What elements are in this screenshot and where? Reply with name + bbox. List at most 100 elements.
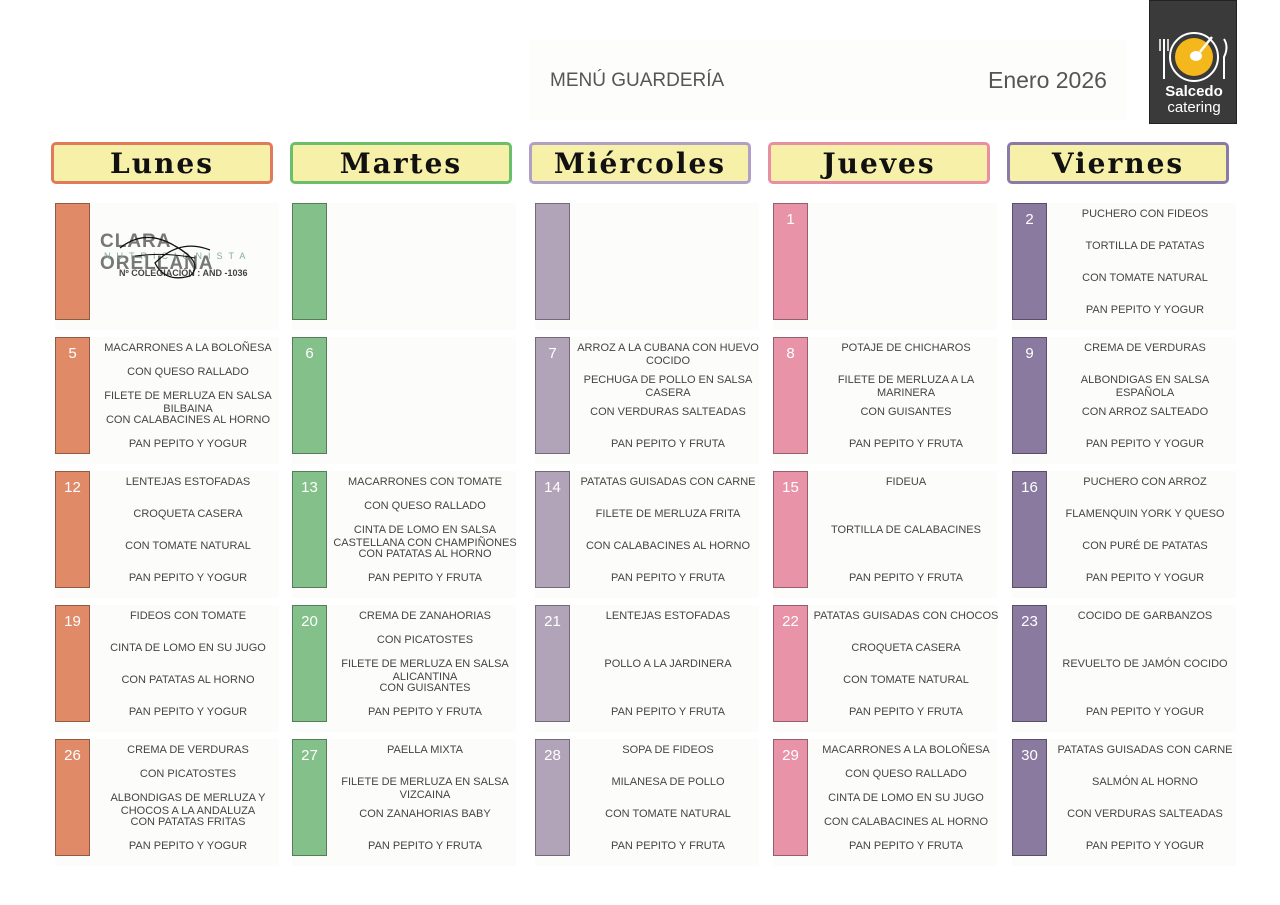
day-header-label: Miércoles	[553, 147, 727, 180]
menu-item: CON QUESO RALLADO	[845, 768, 967, 780]
menu-item: PAN PEPITO Y YOGUR	[128, 840, 248, 852]
menu-item: CON PATATAS FRITAS	[130, 816, 246, 828]
day-number: 1	[786, 211, 795, 228]
menu-item: CON PATATAS AL HORNO	[121, 674, 255, 686]
menu-item: LENTEJAS ESTOFADAS	[605, 610, 731, 622]
day-color-strip	[55, 739, 90, 856]
menu-items: MACARRONES A LA BOLOÑESA CON QUESO RALLAD…	[95, 337, 281, 454]
handwritten-signature-icon	[119, 236, 211, 279]
menu-item: POTAJE DE CHICHAROS	[841, 342, 971, 354]
menu-item: PAN PEPITO Y YOGUR	[128, 438, 248, 450]
day-cell: 28 SOPA DE FIDEOS MILANESA DE POLLO CON TOM…	[535, 739, 759, 866]
day-header: Miércoles	[529, 142, 751, 184]
menu-item: CON QUESO RALLADO	[127, 366, 249, 378]
day-number: 29	[782, 747, 799, 764]
menu-items	[332, 337, 518, 454]
day-number: 14	[544, 479, 561, 496]
menu-item: MILANESA DE POLLO	[611, 776, 725, 788]
day-header: Lunes	[51, 142, 273, 184]
day-number: 9	[1025, 345, 1034, 362]
day-number: 5	[68, 345, 77, 362]
day-color-strip	[773, 203, 808, 320]
day-number: 26	[64, 747, 81, 764]
day-header: Jueves	[768, 142, 990, 184]
day-color-strip	[773, 337, 808, 454]
menu-item: PAN PEPITO Y FRUTA	[368, 840, 482, 852]
day-color-strip	[1012, 471, 1047, 588]
day-header: Viernes	[1007, 142, 1229, 184]
menu-item: CON TOMATE NATURAL	[843, 674, 969, 686]
menu-item: PAN PEPITO Y FRUTA	[849, 706, 963, 718]
day-number: 7	[548, 345, 557, 362]
menu-item: PAN PEPITO Y FRUTA	[849, 438, 963, 450]
day-cell: 6	[292, 337, 516, 464]
menu-item: CON TOMATE NATURAL	[605, 808, 731, 820]
menu-item: CON GUISANTES	[860, 406, 952, 418]
day-number: 22	[782, 613, 799, 630]
menu-item: CON VERDURAS SALTEADAS	[590, 406, 746, 418]
day-color-strip	[1012, 739, 1047, 856]
menu-item: CON PICATOSTES	[139, 768, 237, 780]
menu-item: CROQUETA CASERA	[851, 642, 961, 654]
day-color-strip	[535, 471, 570, 588]
menu-item: SOPA DE FIDEOS	[622, 744, 714, 756]
menu-item: CON GUISANTES	[379, 682, 471, 694]
menu-item: PAN PEPITO Y YOGUR	[1085, 572, 1205, 584]
menu-item: CREMA DE VERDURAS	[1084, 342, 1206, 354]
menu-item: CON QUESO RALLADO	[364, 500, 486, 512]
menu-item: CON CALABACINES AL HORNO	[105, 414, 271, 426]
logo-subtitle: catering	[1167, 99, 1221, 116]
menu-item: POLLO A LA JARDINERA	[604, 658, 732, 670]
day-color-strip	[292, 739, 327, 856]
day-color-strip	[1012, 337, 1047, 454]
menu-item: PAELLA MIXTA	[386, 744, 463, 756]
day-number: 30	[1021, 747, 1038, 764]
menu-item: COCIDO DE GARBANZOS	[1077, 610, 1213, 622]
day-number: 2	[1025, 211, 1034, 228]
day-color-strip	[292, 605, 327, 722]
menu-item: MACARRONES A LA BOLOÑESA	[822, 744, 990, 756]
registration-number: Nº COLEGIACIÓN : AND -1036	[119, 268, 248, 278]
menu-item: CREMA DE VERDURAS	[127, 744, 249, 756]
plate-fork-spoon-icon	[1159, 32, 1228, 82]
day-color-strip	[292, 471, 327, 588]
menu-item: PAN PEPITO Y FRUTA	[611, 438, 725, 450]
menu-item: PAN PEPITO Y YOGUR	[1085, 840, 1205, 852]
day-color-strip	[55, 471, 90, 588]
menu-item: PUCHERO CON FIDEOS	[1081, 208, 1209, 220]
menu-item: ALBONDIGAS EN SALSA ESPAÑOLA	[1080, 374, 1210, 399]
day-color-strip	[1012, 605, 1047, 722]
page-title: MENÚ GUARDERÍA	[550, 70, 725, 91]
menu-item: PATATAS GUISADAS CON CHOCOS	[813, 610, 999, 622]
menu-item: FLAMENQUIN YORK Y QUESO	[1065, 508, 1225, 520]
day-cell: 22 PATATAS GUISADAS CON CHOCOS CROQUETA CA…	[773, 605, 999, 732]
menu-item: PUCHERO CON ARROZ	[1083, 476, 1207, 488]
day-color-strip	[535, 605, 570, 722]
day-header-label: Lunes	[110, 147, 214, 180]
menu-item: PAN PEPITO Y YOGUR	[1085, 438, 1205, 450]
menu-items: CREMA DE VERDURAS ALBONDIGAS EN SALSA ESP…	[1052, 337, 1238, 454]
day-cell: 5 MACARRONES A LA BOLOÑESA CON QUESO RALLA…	[55, 337, 279, 464]
menu-item: CON PICATOSTES	[376, 634, 474, 646]
day-number: 21	[544, 613, 561, 630]
day-cell	[292, 203, 516, 330]
menu-item: MACARRONES A LA BOLOÑESA	[104, 342, 272, 354]
menu-item: SALMÓN AL HORNO	[1092, 776, 1198, 788]
day-number: 28	[544, 747, 561, 764]
day-color-strip	[773, 605, 808, 722]
menu-item: PATATAS GUISADAS CON CARNE	[580, 476, 756, 488]
day-cell: 1	[773, 203, 997, 330]
